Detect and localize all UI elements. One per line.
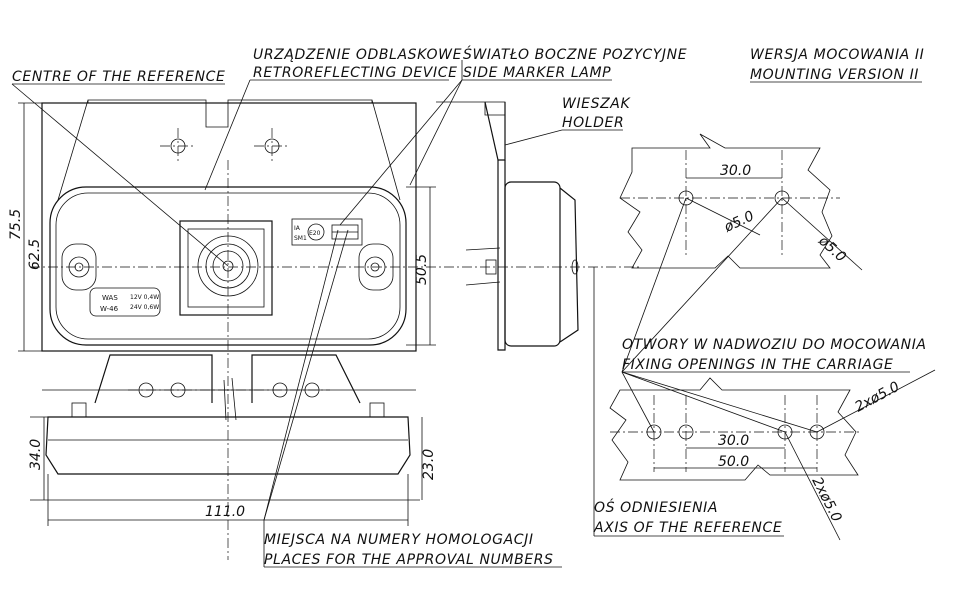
sm-text: SM1 xyxy=(294,235,307,242)
front-dimensions: 75.5 62.5 50.5 xyxy=(8,102,436,352)
dim-spacing-a: 30.0 xyxy=(720,163,751,179)
marking-plate xyxy=(89,287,161,317)
front-view: WAS W-46 12V 0,4W 24V 0,6W IA SM1 E20 xyxy=(30,99,640,560)
label-holder-pl: WIESZAK xyxy=(562,96,631,112)
label-axis-pl: OŚ ODNIESIENIA xyxy=(594,498,718,516)
ia-text: IA xyxy=(294,225,301,232)
brand-text: WAS xyxy=(102,294,118,302)
rating-12-text: 12V 0,4W xyxy=(130,294,159,301)
side-view: 34.0 23.0 111.0 xyxy=(28,354,437,526)
approval-plate xyxy=(291,218,363,246)
label-side-lamp-en: SIDE MARKER LAMP xyxy=(463,65,611,81)
lamp-body-side xyxy=(45,416,411,475)
dim-height-total: 75.5 xyxy=(8,209,24,240)
dim-spacing-b1: 30.0 xyxy=(718,433,749,449)
dim-side-height: 34.0 xyxy=(28,439,44,470)
dim-dia-d: 2xø5.0 xyxy=(808,475,844,525)
dim-height-right: 50.5 xyxy=(414,254,430,285)
dim-dia-b: ø5.0 xyxy=(815,232,849,265)
holder-profile xyxy=(436,101,579,351)
dim-dia-c: 2xø5.0 xyxy=(852,379,902,416)
label-openings-pl: OTWORY W NADWOZIU DO MOCOWANIA xyxy=(622,337,927,353)
approval-mark: E20 xyxy=(309,230,321,237)
label-centre-reference: CENTRE OF THE REFERENCE xyxy=(12,69,226,85)
label-approval-pl: MIEJSCA NA NUMERY HOMOLOGACJI xyxy=(264,532,534,548)
label-axis-en: AXIS OF THE REFERENCE xyxy=(593,520,782,536)
label-version-pl: WERSJA MOCOWANIA II xyxy=(750,47,924,63)
leader-lines xyxy=(11,60,922,568)
rating-24-text: 24V 0,6W xyxy=(130,304,159,311)
label-side-lamp-pl: ŚWIATŁO BOCZNE POZYCYJNE xyxy=(463,45,687,63)
label-reference-device-en: RETROREFLECTING DEVICE xyxy=(253,65,458,81)
label-holder-en: HOLDER xyxy=(562,115,624,131)
dim-width-total: 111.0 xyxy=(205,504,245,520)
hole-pattern-1: 30.0 ø5.0 ø5.0 xyxy=(619,133,863,271)
dim-spacing-b2: 50.0 xyxy=(718,454,749,470)
model-text: W-46 xyxy=(100,305,119,313)
dim-side-inner: 23.0 xyxy=(421,449,437,480)
labels: URZĄDZENIE ODBLASKOWE RETROREFLECTING DE… xyxy=(12,45,927,568)
label-openings-en: FIXING OPENINGS IN THE CARRIAGE xyxy=(622,357,893,373)
label-approval-en: PLACES FOR THE APPROVAL NUMBERS xyxy=(264,552,554,568)
dim-height-lens: 62.5 xyxy=(27,239,43,270)
centre-window xyxy=(179,220,273,316)
housing-outline xyxy=(41,102,417,352)
holder-lamp xyxy=(504,181,561,347)
label-version-en: MOUNTING VERSION II xyxy=(750,67,919,83)
label-reference-device-pl: URZĄDZENIE ODBLASKOWE xyxy=(253,47,462,63)
